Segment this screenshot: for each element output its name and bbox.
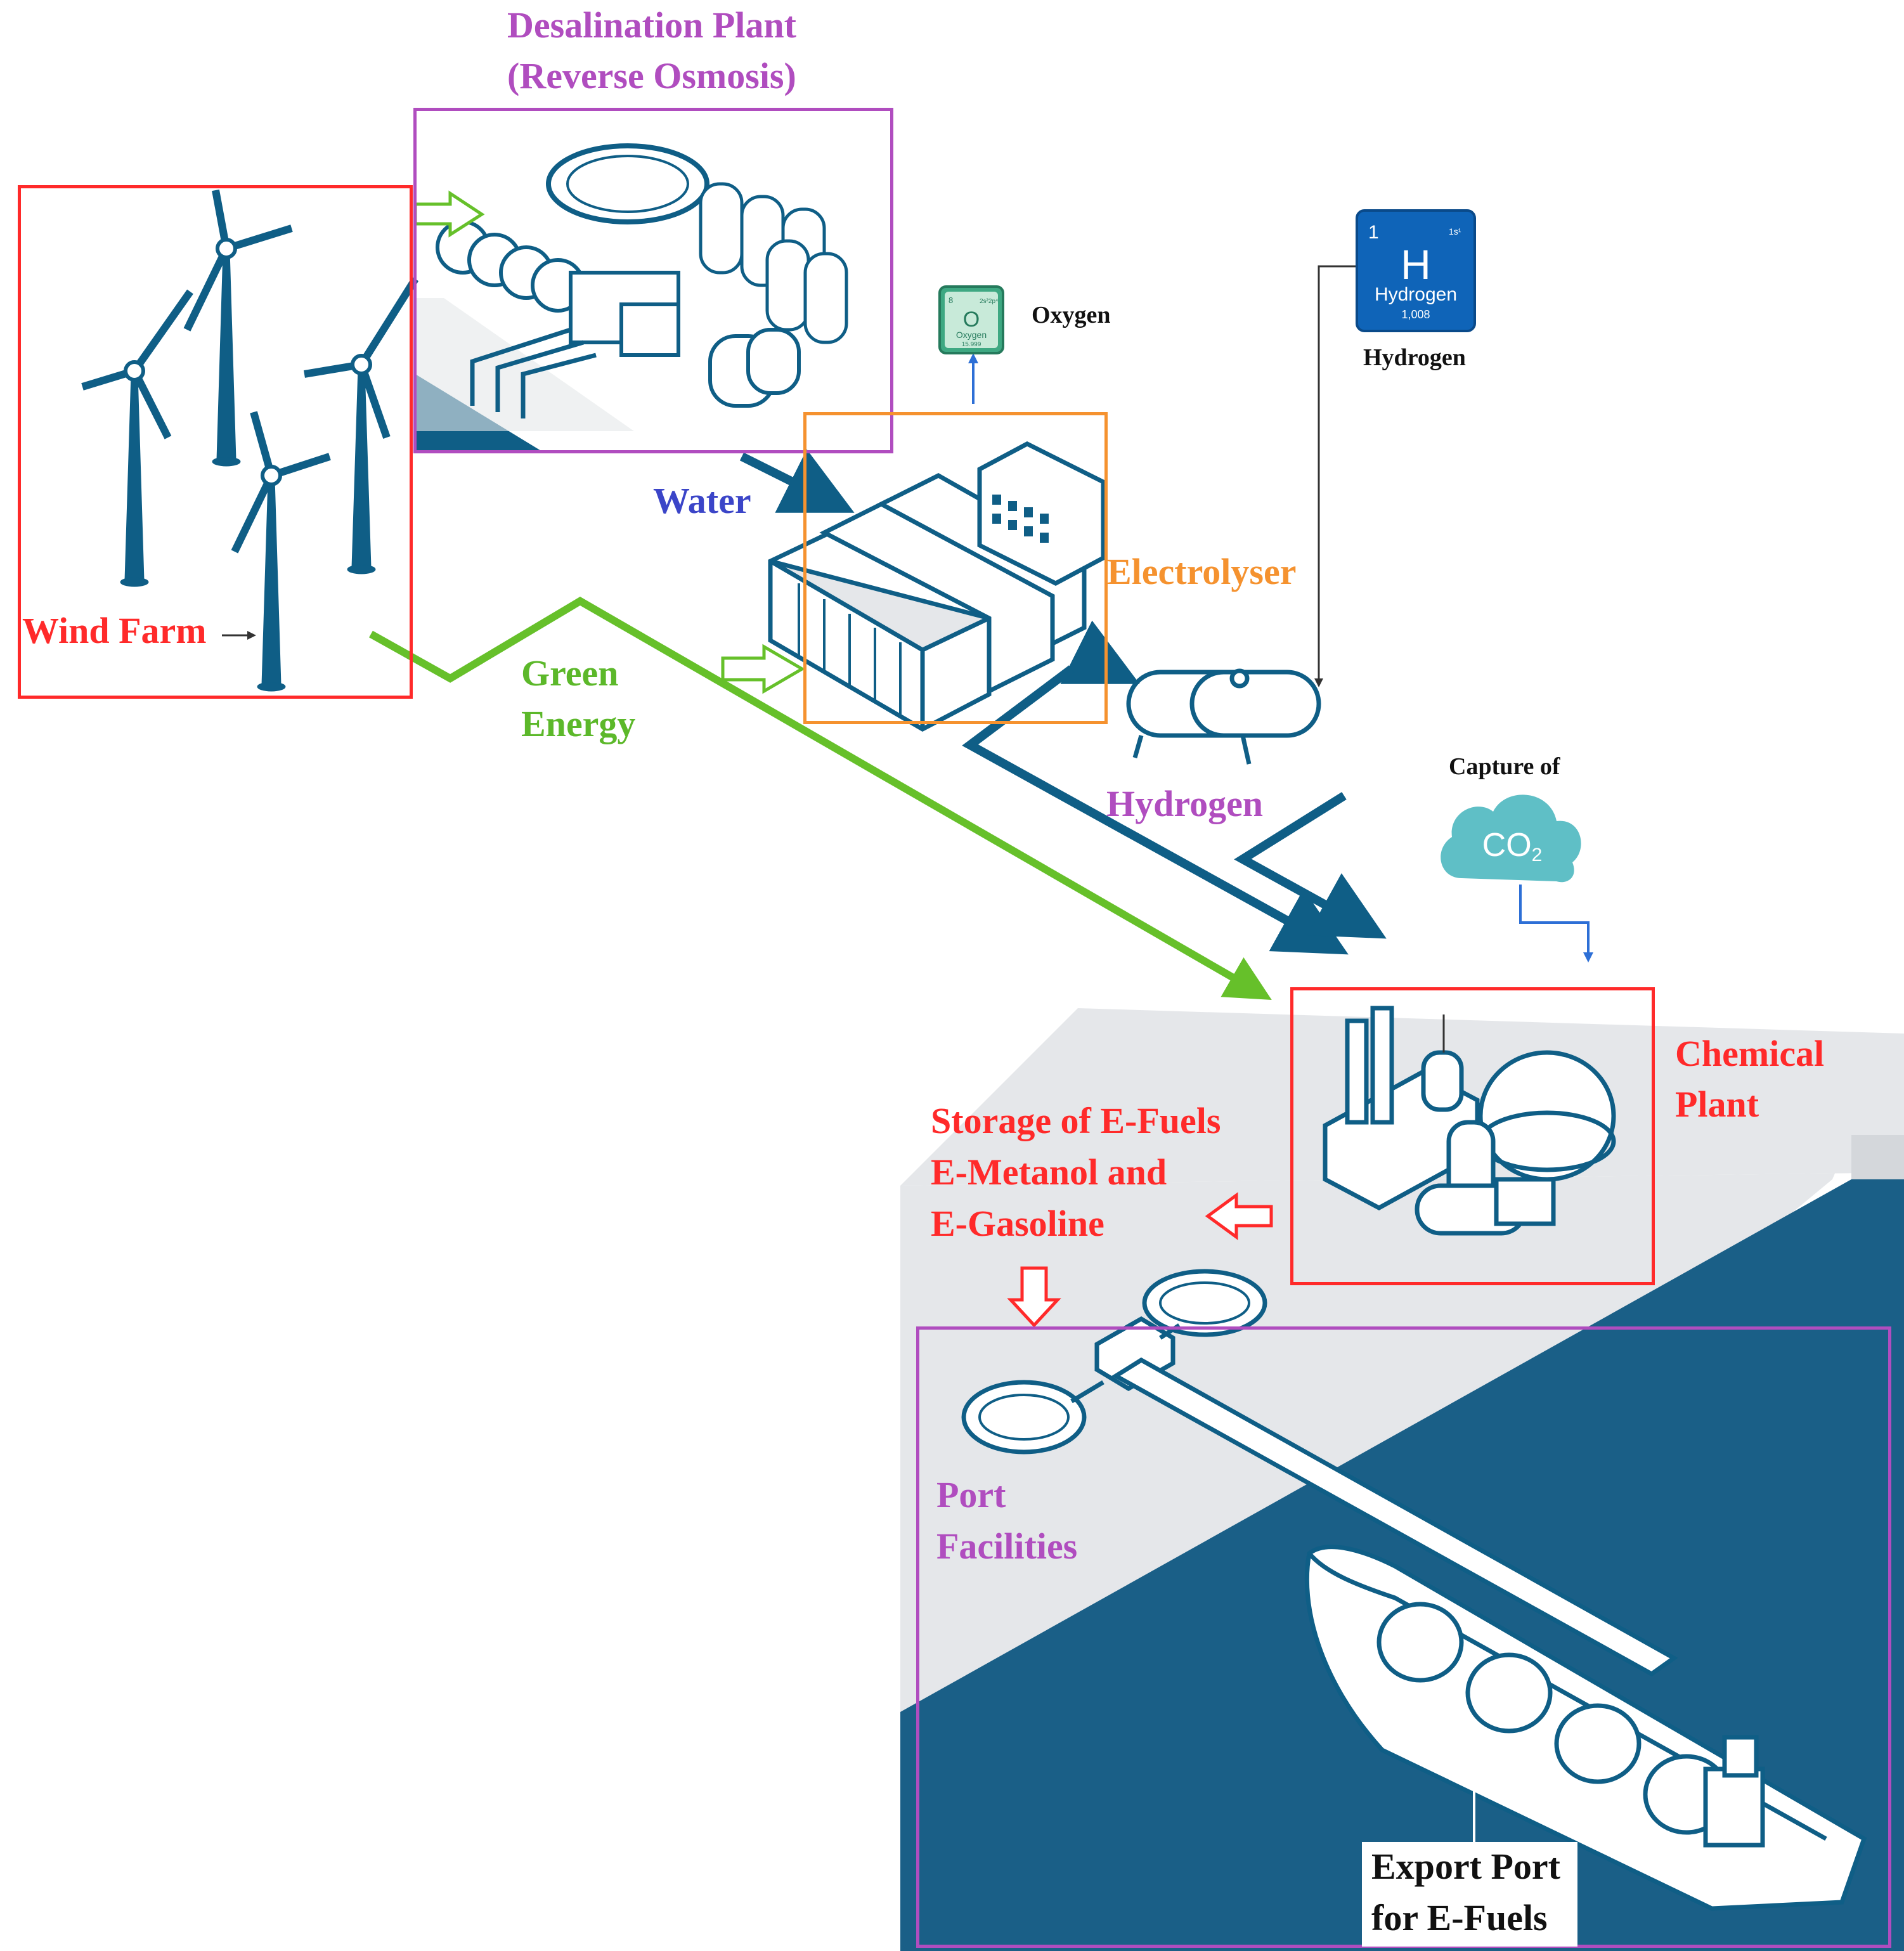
hydrogen-config: 1s¹ — [1449, 226, 1461, 237]
green-hollow-arrows — [413, 190, 805, 694]
desalination-plant-subtitle: (Reverse Osmosis) — [507, 55, 796, 96]
co2-text: CO2 — [1482, 827, 1543, 865]
desalination-plant-icon — [415, 143, 891, 453]
chemical-plant-label-line2: Plant — [1675, 1084, 1759, 1125]
oxygen-symbol: O — [963, 308, 980, 332]
oxygen-label: Oxygen — [1032, 302, 1111, 328]
water-label: Water — [653, 480, 751, 521]
pipe-arrows — [739, 449, 1387, 955]
red-hollow-arrows — [1007, 1192, 1273, 1328]
storage-label-line2: E-Metanol and — [931, 1151, 1167, 1193]
thin-arrows — [222, 265, 1593, 963]
oxygen-element-icon: 8 2s²2p⁴ O Oxygen 15.999 — [938, 285, 1004, 354]
lng-tanker-ship-icon — [1304, 1545, 1867, 1911]
chemical-plant-icon — [1323, 1006, 1616, 1236]
hydrogen-element-icon: 1 1s¹ H Hydrogen 1,008 — [1356, 209, 1476, 332]
hydrogen-name: Hydrogen — [1375, 284, 1457, 305]
export-port-label-line2: for E-Fuels — [1371, 1897, 1548, 1938]
desalination-plant-title: Desalination Plant — [507, 4, 796, 46]
oxygen-mass: 15.999 — [962, 341, 981, 348]
chemical-plant-label-line1: Chemical — [1675, 1033, 1825, 1074]
hydrogen-tank-icon — [1126, 668, 1321, 765]
hydrogen-element-label: Hydrogen — [1363, 344, 1466, 371]
wind-turbine-3 — [304, 276, 419, 574]
electrolyser-building-icon — [768, 441, 1106, 732]
wind-turbine-1 — [183, 189, 293, 467]
port-storage-tank-icon — [961, 1269, 1678, 1677]
oxygen-name: Oxygen — [956, 330, 987, 340]
wind-farm-label: Wind Farm — [22, 610, 207, 651]
storage-label-line3: E-Gasoline — [931, 1203, 1104, 1244]
wind-turbine-icon — [81, 189, 419, 692]
electrolyser-box — [803, 412, 1108, 724]
wind-turbine-2 — [81, 289, 193, 587]
hydrogen-number: 1 — [1368, 222, 1379, 243]
chemical-plant-box — [1290, 987, 1655, 1285]
wind-farm-box — [18, 185, 413, 699]
oxygen-number: 8 — [949, 295, 953, 305]
port-facilities-label-line2: Facilities — [936, 1526, 1078, 1567]
export-port-label-line1: Export Port — [1371, 1846, 1560, 1887]
hydrogen-symbol: H — [1401, 241, 1431, 288]
capture-of-label: Capture of — [1449, 753, 1560, 780]
green-energy-label-line1: Green — [521, 652, 619, 694]
storage-label-line1: Storage of E-Fuels — [931, 1100, 1221, 1141]
hydrogen-label: Hydrogen — [1106, 783, 1264, 824]
oxygen-config: 2s²2p⁴ — [980, 298, 998, 305]
desalination-plant-box — [413, 108, 893, 453]
hydrogen-mass: 1,008 — [1401, 308, 1430, 321]
export-port-label-bg — [1362, 1842, 1577, 1947]
port-facilities-label-line1: Port — [936, 1474, 1006, 1515]
electrolyser-label: Electrolyser — [1107, 551, 1297, 592]
green-energy-label-line2: Energy — [521, 703, 636, 744]
co2-cloud-icon: CO2 — [1441, 794, 1581, 883]
wind-turbine-4 — [231, 411, 331, 692]
